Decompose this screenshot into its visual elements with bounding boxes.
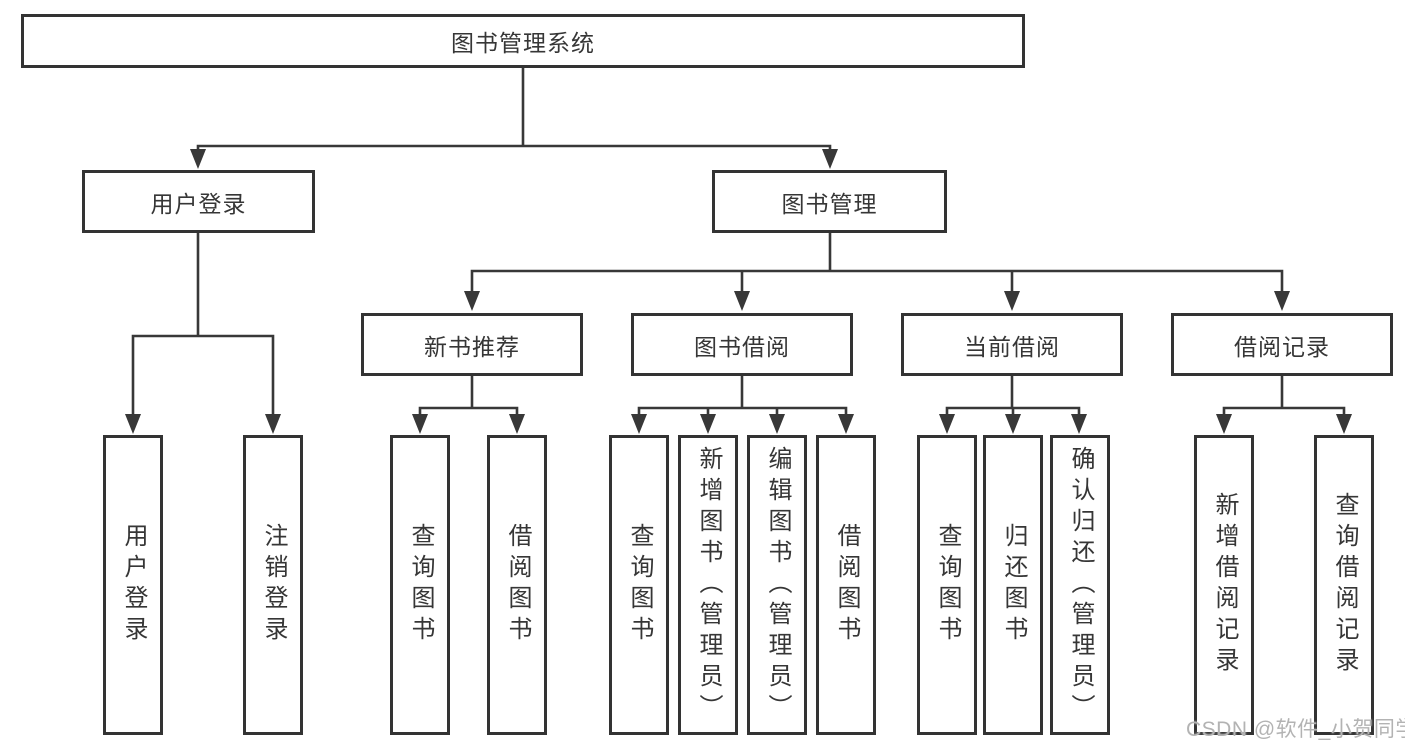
node-label: 新书推荐 <box>424 333 520 360</box>
node-new-book-recommend: 新书推荐 <box>361 313 583 376</box>
leaf-logout: 注销登录 <box>243 435 303 735</box>
leaf-add-borrow-record: 新增借阅记录 <box>1194 435 1254 735</box>
node-library-management-system: 图书管理系统 <box>21 14 1025 68</box>
node-label: 用户登录 <box>150 190 247 217</box>
leaf-borrow-book-recommend: 借阅图书 <box>487 435 547 735</box>
leaf-label: 借阅图书 <box>504 523 531 647</box>
node-label: 图书管理 <box>781 190 878 217</box>
leaf-edit-book-admin: 编辑图书（管理员） <box>747 435 807 735</box>
leaf-label: 借阅图书 <box>833 523 860 647</box>
leaf-query-book: 查询图书 <box>609 435 669 735</box>
node-borrowing-records: 借阅记录 <box>1171 313 1393 376</box>
node-current-borrowing: 当前借阅 <box>901 313 1123 376</box>
node-user-login: 用户登录 <box>82 170 315 233</box>
leaf-confirm-return-admin: 确认归还（管理员） <box>1050 435 1110 735</box>
leaf-label: 查询借阅记录 <box>1331 492 1358 678</box>
leaf-borrow-book: 借阅图书 <box>816 435 876 735</box>
leaf-label: 确认归还（管理员） <box>1067 445 1094 725</box>
node-label: 借阅记录 <box>1234 333 1330 360</box>
node-book-borrowing: 图书借阅 <box>631 313 853 376</box>
leaf-label: 编辑图书（管理员） <box>764 445 791 725</box>
node-label: 图书借阅 <box>694 333 790 360</box>
leaf-query-borrow-record: 查询借阅记录 <box>1314 435 1374 735</box>
leaf-label: 新增借阅记录 <box>1211 492 1238 678</box>
leaf-query-book-current: 查询图书 <box>917 435 977 735</box>
leaf-add-book-admin: 新增图书（管理员） <box>678 435 738 735</box>
leaf-query-book-recommend: 查询图书 <box>390 435 450 735</box>
leaf-label: 用户登录 <box>120 523 147 647</box>
leaf-label: 查询图书 <box>934 523 961 647</box>
leaf-label: 查询图书 <box>407 523 434 647</box>
node-label: 当前借阅 <box>964 333 1060 360</box>
leaf-label: 查询图书 <box>626 523 653 647</box>
leaf-return-book: 归还图书 <box>983 435 1043 735</box>
leaf-label: 新增图书（管理员） <box>695 445 722 725</box>
leaf-user-login: 用户登录 <box>103 435 163 735</box>
node-label: 图书管理系统 <box>451 30 595 56</box>
leaf-label: 注销登录 <box>260 523 287 647</box>
node-book-management: 图书管理 <box>712 170 947 233</box>
csdn-watermark: CSDN @软件_小贺同学 <box>1186 718 1405 741</box>
leaf-label: 归还图书 <box>1000 523 1027 647</box>
